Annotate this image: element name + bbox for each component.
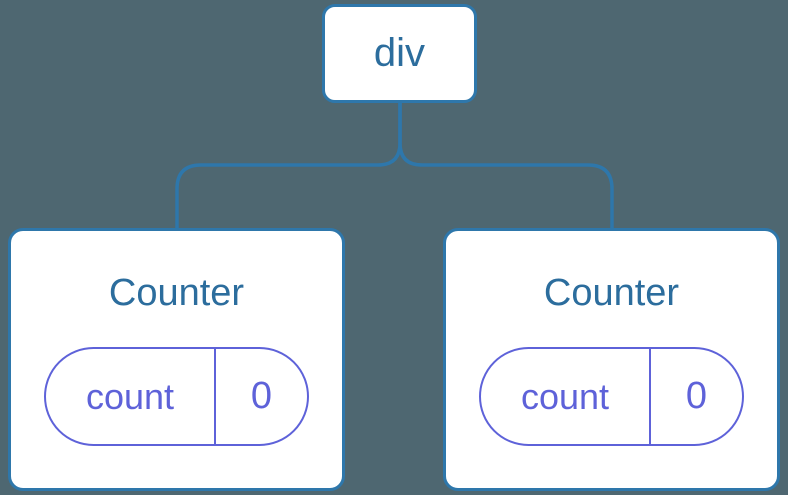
root-node-div: div (322, 4, 477, 103)
root-node-label: div (373, 31, 426, 75)
state-value: 0 (250, 375, 273, 417)
connector-right-branch (398, 101, 614, 230)
component-name-label: Counter (543, 272, 680, 314)
counter-node-right: Counter count 0 (443, 228, 780, 491)
counter-node-left: Counter count 0 (8, 228, 345, 491)
state-key-label: count (481, 349, 651, 444)
component-name-label: Counter (108, 272, 245, 314)
connector-left-branch (175, 101, 402, 230)
state-value: 0 (685, 375, 708, 417)
state-pill: count 0 (479, 347, 744, 446)
state-pill: count 0 (44, 347, 309, 446)
state-key-label: count (46, 349, 216, 444)
